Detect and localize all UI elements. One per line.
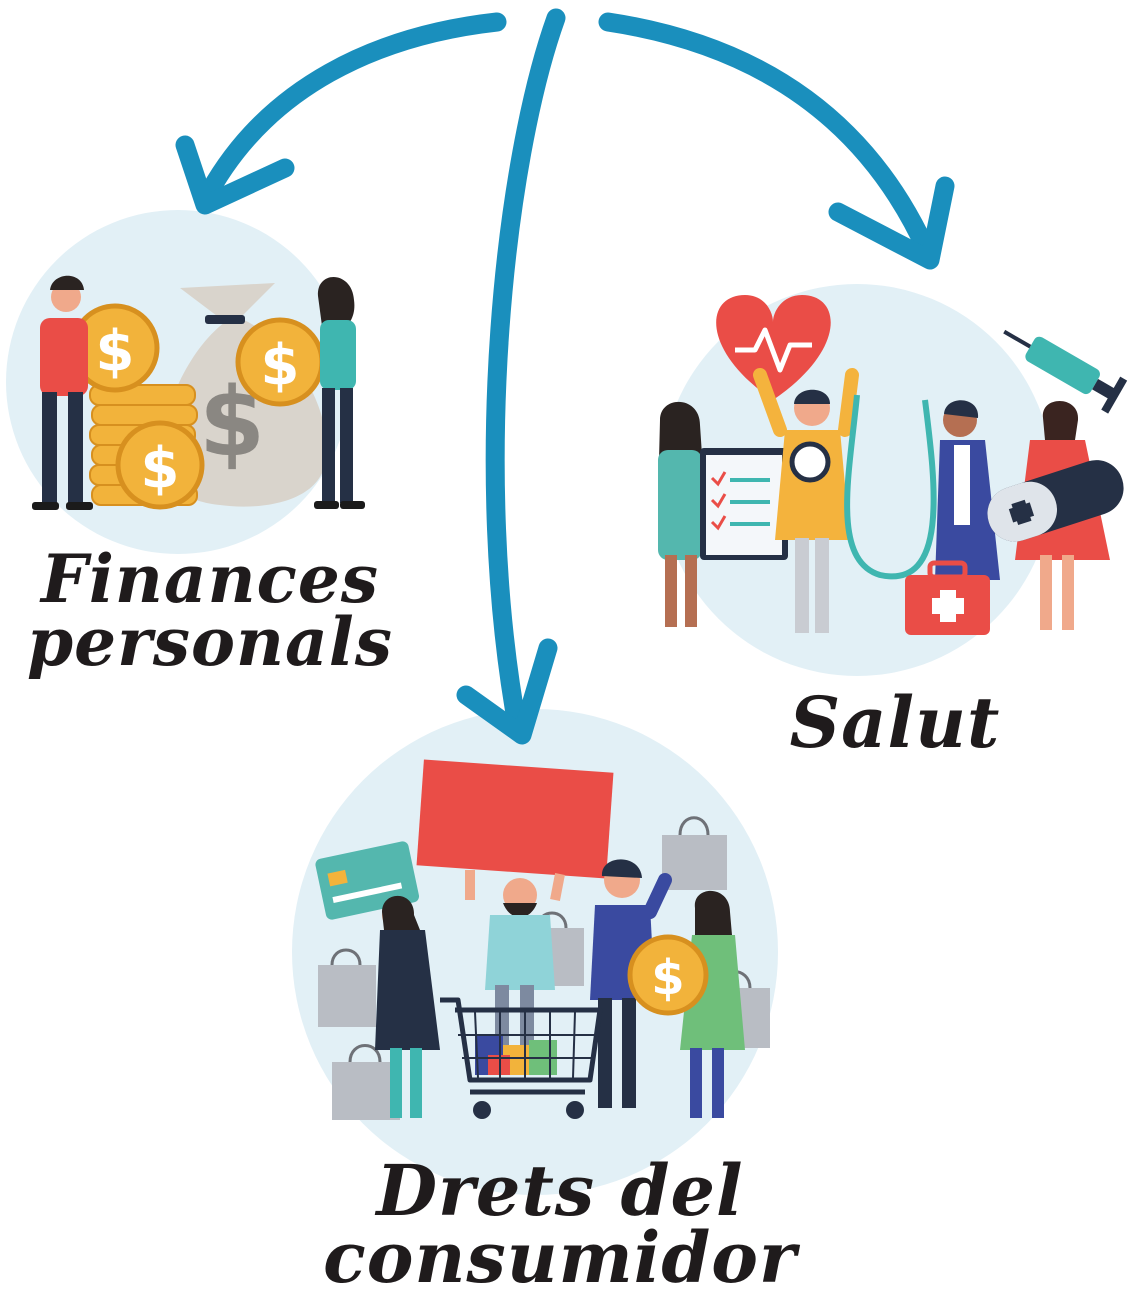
shopping-cart-icon	[440, 997, 603, 1119]
topic-label-drets: Drets del consumidor	[300, 1149, 820, 1299]
svg-text:$: $	[141, 436, 180, 501]
arrow-head-salut	[828, 176, 955, 270]
arrow-to-drets	[485, 8, 566, 740]
topic-label-line: Drets del	[376, 1149, 744, 1232]
money-bag-coins-icon: $ $ $ $	[32, 275, 365, 510]
arrows	[175, 8, 955, 745]
shopping-consumers-icon: $	[315, 759, 770, 1120]
topic-label-salut: Salut	[760, 681, 1030, 764]
arrow-to-finances	[195, 12, 507, 210]
arrow-head-drets	[456, 638, 558, 745]
topic-label-line: consumidor	[323, 1215, 797, 1299]
svg-text:$: $	[96, 319, 135, 384]
svg-text:$: $	[261, 333, 300, 398]
arrow-head-finances	[175, 135, 295, 215]
topic-label-line: personals	[26, 602, 394, 681]
arrow-to-salut	[598, 12, 940, 268]
svg-text:$: $	[651, 950, 684, 1006]
topic-label-line: Finances	[41, 540, 379, 618]
health-medical-icon	[658, 295, 1128, 635]
topic-label-line: Salut	[789, 681, 1001, 764]
topic-label-finances: Finances personals	[0, 540, 420, 681]
